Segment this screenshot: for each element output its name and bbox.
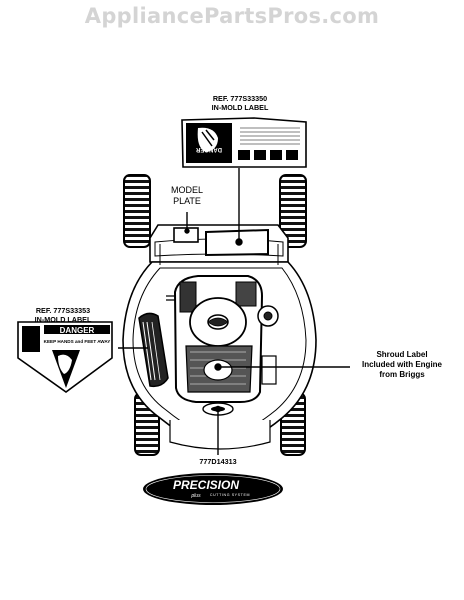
model-plate: [173, 227, 199, 243]
watermark: AppliancePartsPros.com: [84, 4, 380, 28]
top-label-ref: REF. 777S33350: [212, 94, 268, 103]
top-danger-decal: DANGER: [181, 117, 307, 168]
logo-main-text: PRECISION: [173, 478, 239, 492]
bottom-part-callout: 777D14313: [184, 457, 252, 466]
left-label-ref: REF. 777S33353: [35, 306, 91, 315]
pointer-lines: [118, 168, 350, 455]
top-label-type: IN-MOLD LABEL: [211, 103, 269, 112]
rear-right-wheel: [279, 174, 307, 248]
side-discharge-chute: [138, 312, 169, 388]
rear-left-wheel: [123, 174, 151, 248]
shroud-line2: Included with Engine: [362, 360, 442, 369]
shroud-line1: Shroud Label: [376, 350, 428, 359]
top-label-callout: REF. 777S33350 IN-MOLD LABEL: [194, 94, 286, 112]
logo-sub-text: plus: [190, 493, 201, 499]
shroud-label-callout: Shroud Label Included with Engine from B…: [350, 350, 454, 380]
left-label-type: IN-MOLD LABEL: [34, 315, 92, 324]
model-plate-line1: MODEL: [170, 185, 203, 195]
left-decal-keep-away-text: KEEP HANDS and FEET AWAY: [44, 339, 111, 344]
left-danger-decal: DANGER KEEP HANDS and FEET AWAY: [17, 321, 113, 393]
shroud-line3: from Briggs: [379, 370, 425, 379]
top-decal-danger-text: DANGER: [195, 146, 222, 152]
model-plate-line2: PLATE: [173, 196, 201, 206]
left-label-callout: REF. 777S33353 IN-MOLD LABEL: [16, 306, 110, 324]
engine: [166, 275, 279, 403]
model-plate-callout: MODEL PLATE: [158, 185, 216, 207]
logo-tag-text: CUTTING SYSTEM: [210, 493, 250, 497]
left-decal-danger-text: DANGER: [60, 326, 95, 335]
precision-plus-logo: PRECISION plus CUTTING SYSTEM: [143, 473, 283, 505]
bottom-part-number: 777D14313: [199, 457, 237, 466]
